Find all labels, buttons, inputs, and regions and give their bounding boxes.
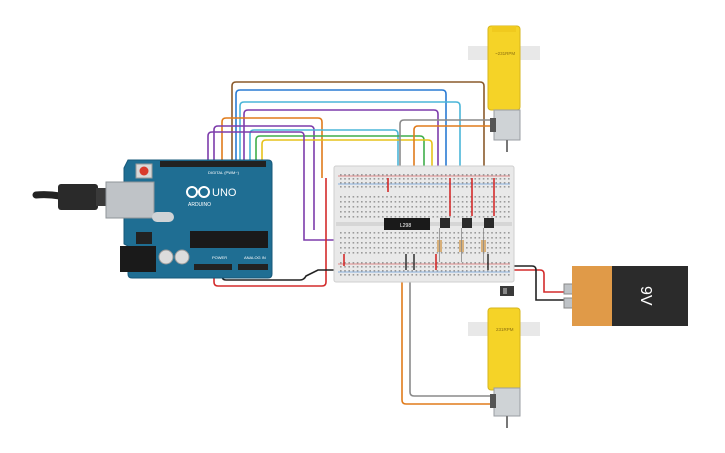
arduino-logo: UNO ARDUINO [186, 186, 237, 208]
battery-9v[interactable]: 9V [563, 266, 688, 326]
motor-bottom-label: 231RPM [496, 327, 514, 332]
wire-purple-b [213, 125, 315, 230]
motor-top-can [493, 109, 521, 141]
capacitor-2 [174, 249, 190, 265]
battery-label: 9V [637, 286, 654, 306]
usb-cable [32, 191, 64, 200]
power-header [194, 264, 232, 270]
wire-purple-c [207, 131, 410, 241]
usb-plug [58, 184, 98, 210]
atmega-chip [190, 231, 268, 248]
breadboard[interactable]: L298 [333, 165, 515, 283]
arduino-pcb [123, 159, 273, 279]
crystal [152, 212, 174, 222]
motor-top[interactable]: ~231RPM [468, 25, 540, 152]
wire-green [255, 135, 425, 196]
resistors [437, 228, 486, 262]
wire-red-power [213, 178, 327, 287]
l298-label: L298 [400, 223, 411, 229]
capacitor-1 [158, 249, 174, 265]
battery-orange-cap [572, 266, 614, 326]
wire-gray-top [399, 119, 496, 192]
usb-port [105, 181, 155, 219]
motor-bottom-can [493, 387, 521, 417]
arduino-brand-text: ARDUINO [188, 202, 211, 208]
wire-brown [231, 81, 485, 197]
power-label: POWER [212, 255, 227, 260]
uno-text: UNO [212, 187, 237, 199]
motor-bottom[interactable]: 231RPM [468, 307, 540, 428]
motor-top-label: ~231RPM [495, 51, 515, 56]
analog-label: ANALOG IN [244, 255, 266, 260]
pushbutton-1[interactable] [440, 218, 450, 228]
slide-switch[interactable] [500, 286, 514, 296]
motor-top-terminal [490, 118, 496, 132]
motor-bottom-body [487, 307, 521, 391]
arduino-board[interactable]: UNO ARDUINO DIGITAL (PWM~) POWER ANALOG … [32, 159, 273, 279]
pushbutton-3[interactable] [484, 218, 494, 228]
wire-orange-top [413, 125, 496, 192]
wire-blue [235, 89, 447, 205]
wire-gray-bottom [409, 258, 496, 397]
wire-orange-bottom [401, 258, 496, 405]
wire-orange-a [221, 117, 323, 178]
wire-red-battery [512, 269, 570, 293]
motor-bottom-terminal [490, 394, 496, 408]
motor-top-body [487, 25, 521, 111]
power-jack [120, 246, 156, 272]
black-jumpers [405, 254, 489, 270]
l298-chip[interactable] [384, 218, 430, 230]
wire-purple [243, 109, 439, 218]
red-jumpers [343, 178, 495, 270]
wire-cyan [239, 101, 461, 200]
wires [207, 81, 570, 405]
wire-black-battery [512, 265, 570, 301]
digital-label: DIGITAL (PWM~) [208, 170, 240, 175]
wire-yellow [261, 139, 433, 196]
battery-body [612, 266, 688, 326]
digital-header [160, 161, 266, 167]
usb-chip [136, 232, 152, 244]
analog-header [238, 264, 268, 270]
pushbutton-2[interactable] [462, 218, 472, 228]
